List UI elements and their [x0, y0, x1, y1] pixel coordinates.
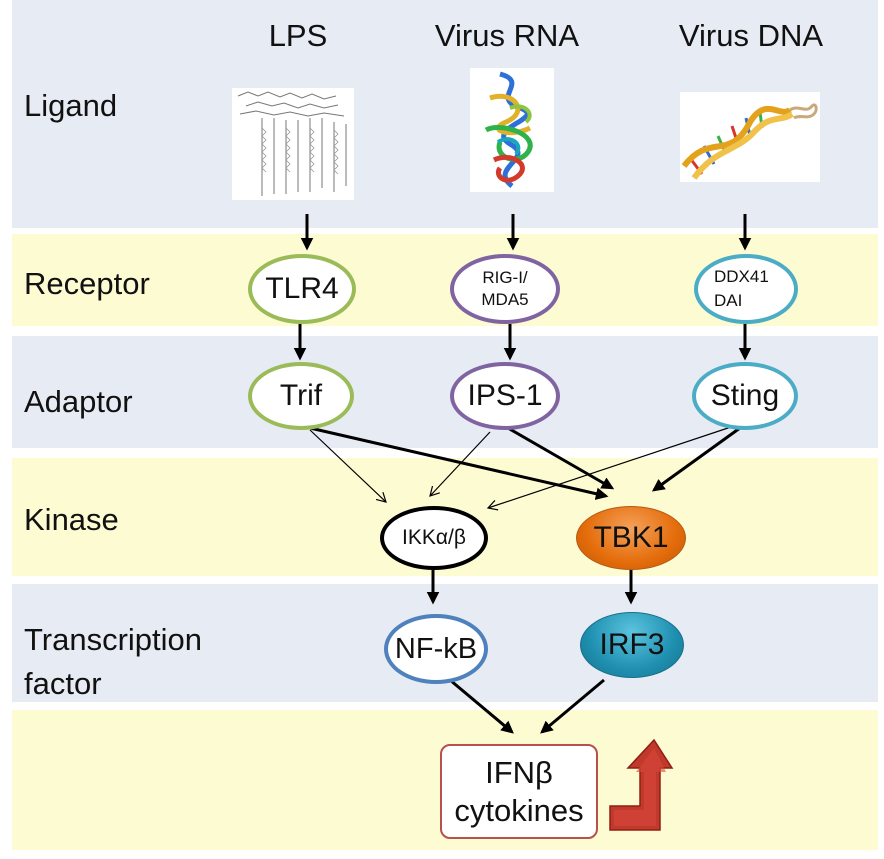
rna-structure-image [470, 68, 554, 192]
row-label-ligand: Ligand [24, 88, 118, 123]
dna-helix-image [680, 92, 820, 182]
ligand-title-lps: LPS [268, 18, 328, 53]
ligand-title-virus-dna: Virus DNA [678, 18, 824, 53]
nfkb-label: NF-kB [394, 632, 478, 665]
row-label-kinase: Kinase [24, 502, 119, 537]
tlr4-receptor: TLR4 [248, 254, 356, 324]
nfkb-transcription-factor: NF-kB [384, 614, 488, 684]
tbk1-label: TBK1 [593, 521, 669, 554]
dai-label: DAI [714, 291, 743, 310]
mda5-label: MDA5 [481, 290, 529, 309]
ikk-label: IKKα/β [402, 526, 466, 549]
irf3-label: IRF3 [599, 628, 665, 661]
upregulation-arrow-icon [609, 738, 674, 831]
arrow-irf3-to-output [540, 678, 605, 734]
trif-adaptor: Trif [248, 362, 354, 430]
tlr4-label: TLR4 [265, 272, 339, 305]
lps-structure-image [232, 88, 354, 200]
arrow-sting-to-tbk1 [651, 426, 741, 492]
row-label-receptor: Receptor [24, 266, 150, 301]
ikk-kinase: IKKα/β [380, 506, 488, 570]
ddx41-dai-receptor: DDX41 DAI [694, 254, 798, 324]
ddx41-label: DDX41 [714, 267, 769, 286]
arrow-sting-to-ikk [486, 423, 741, 511]
rig-i-mda5-receptor: RIG-I/ MDA5 [450, 254, 560, 324]
ips1-label: IPS-1 [467, 379, 543, 412]
arrow-ips1-to-tbk1 [507, 426, 615, 490]
sting-adaptor: Sting [692, 362, 798, 430]
row-label-factor: factor [24, 666, 102, 701]
sting-label: Sting [710, 379, 780, 412]
row-label-adaptor: Adaptor [24, 384, 133, 419]
ifn-beta-cytokines-box: IFNβ cytokines [440, 744, 598, 839]
arrow-nfkb-to-output [449, 678, 514, 734]
row-label-transcription: Transcription [24, 622, 203, 657]
ifn-beta-label: IFNβ [485, 754, 553, 790]
ligand-title-virus-rna: Virus RNA [434, 18, 580, 53]
arrow-trif-to-ikk [309, 429, 387, 503]
arrow-ips1-to-ikk [429, 431, 491, 497]
rig-i-label: RIG-I/ [482, 268, 528, 287]
cytokines-label: cytokines [454, 792, 584, 828]
ips1-adaptor: IPS-1 [450, 362, 560, 430]
tbk1-kinase: TBK1 [576, 506, 686, 570]
trif-label: Trif [279, 379, 323, 412]
arrow-trif-to-tbk1 [309, 426, 609, 500]
irf3-transcription-factor: IRF3 [580, 612, 684, 678]
